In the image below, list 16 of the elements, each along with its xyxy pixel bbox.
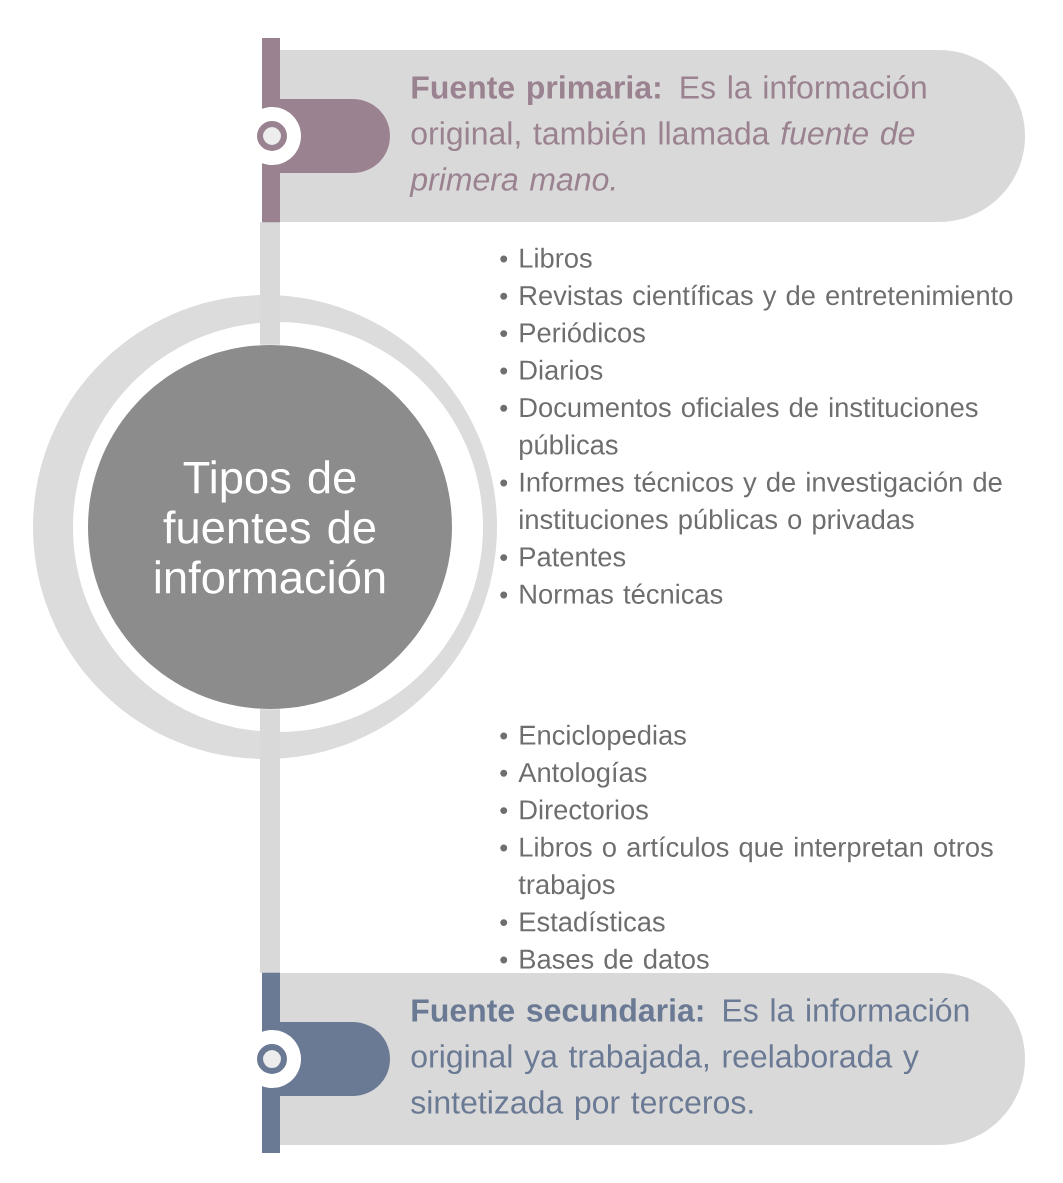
list-item: Documentos oficiales de instituciones públicas — [500, 397, 978, 460]
list-item: Libros o artículos que interpretan otros trabajos — [500, 836, 993, 900]
list-item: Libros — [500, 247, 592, 268]
list-item: Patentes — [500, 547, 626, 567]
list-item: Estadísticas — [500, 911, 665, 932]
list-item: Informes técnicos y de investigación de instituciones públicas o privadas — [500, 471, 1002, 535]
list-item: Revistas científicas y de entretenimiento — [500, 284, 1013, 311]
list-item: Enciclopedias — [500, 724, 686, 751]
list-item: Antologías — [500, 761, 647, 788]
connector-line — [260, 709, 280, 973]
list-item: Normas técnicas — [500, 583, 723, 604]
list-item: Periódicos — [500, 322, 645, 343]
connector-line — [260, 222, 280, 345]
list-item: Diarios — [500, 359, 603, 380]
list-item: Directorios — [500, 799, 648, 820]
source-banner: Fuente primaria: Es la información original, también llamada fuente de primera mano. — [243, 38, 1025, 230]
